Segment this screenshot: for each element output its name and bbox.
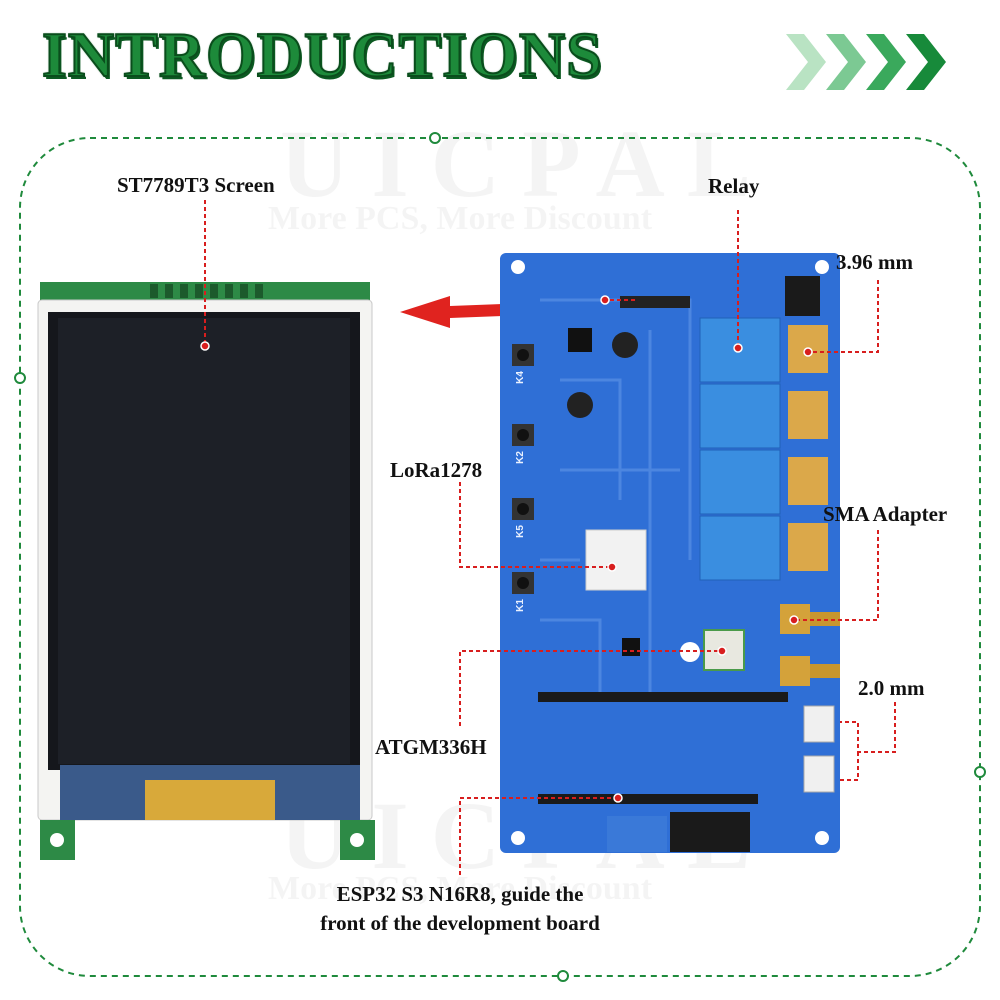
chevron-right-icon	[906, 34, 946, 90]
label-pitch-396: 3.96 mm	[836, 250, 913, 274]
watermark-tagline: More PCS, More Discount	[268, 870, 652, 908]
chevron-right-icon	[826, 34, 866, 90]
chevron-right-icon	[786, 34, 826, 90]
label-relay: Relay	[708, 174, 760, 198]
watermark-tagline: More PCS, More Discount	[268, 200, 652, 238]
button-label-k5: K5	[514, 525, 526, 538]
label-esp32-line2: front of the development board	[320, 911, 600, 935]
label-lora: LoRa1278	[390, 458, 483, 482]
watermark-brand: UICPAL	[280, 108, 773, 219]
button-label-k4: K4	[514, 371, 526, 384]
label-esp32-line1: ESP32 S3 N16R8, guide the	[336, 882, 584, 906]
dashed-frame	[19, 137, 981, 977]
label-screen: ST7789T3 Screen	[117, 173, 275, 197]
label-pitch-20: 2.0 mm	[858, 676, 925, 700]
label-esp32: ESP32 S3 N16R8, guide the front of the d…	[290, 880, 630, 938]
pcb-board	[500, 253, 840, 853]
page-title: INTRODUCTIONS	[41, 18, 603, 91]
lcd-module	[37, 282, 375, 860]
label-gps: ATGM336H	[375, 735, 487, 759]
button-label-k1: K1	[514, 599, 526, 612]
chevron-right-icon	[866, 34, 906, 90]
button-label-k2: K2	[514, 451, 526, 464]
label-sma: SMA Adapter	[823, 502, 948, 526]
